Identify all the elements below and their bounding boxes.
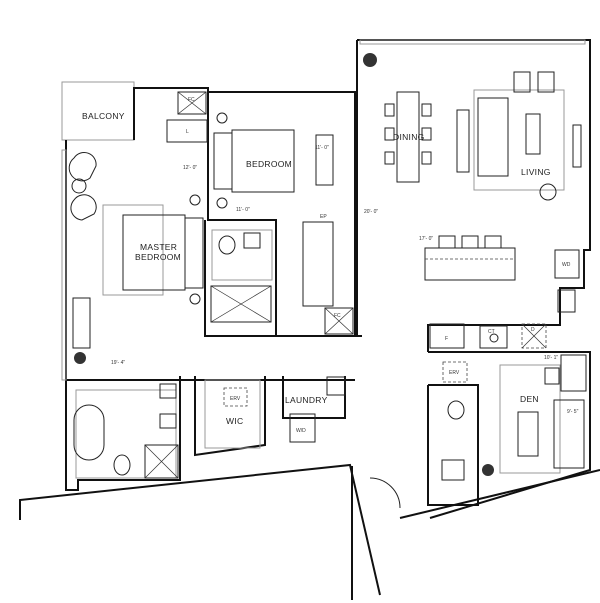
plant	[363, 53, 377, 67]
windows	[61, 39, 586, 381]
dishwasher: D	[521, 323, 547, 349]
armchair	[70, 194, 97, 221]
entry-door[interactable]	[369, 477, 401, 509]
erv-wic	[223, 387, 248, 407]
dining-chairs	[384, 103, 432, 165]
room-label-wic: WIC	[226, 416, 243, 426]
bedroom-dresser	[315, 134, 334, 186]
powder-sink	[441, 459, 465, 481]
console	[456, 109, 470, 173]
dining-table	[396, 91, 420, 183]
room-label-master-1: MASTER	[140, 242, 177, 252]
erv-den	[442, 361, 468, 383]
master-pillows	[184, 217, 204, 289]
kitchen-sink	[557, 289, 576, 313]
desk-chair	[544, 367, 560, 385]
sofa	[477, 97, 509, 177]
linen-label: L	[186, 129, 189, 135]
plant	[482, 464, 494, 476]
closet	[302, 221, 334, 307]
svg-text:FC: FC	[334, 313, 341, 319]
den-sofa	[553, 399, 585, 469]
kitchen-wd-label: WD	[562, 262, 571, 268]
nightstand-lamp	[189, 293, 201, 305]
room-label-laundry: LAUNDRY	[285, 395, 328, 405]
linen-closet	[166, 119, 208, 143]
room-label-living: LIVING	[521, 167, 551, 177]
fc-closet-top: FC	[177, 91, 207, 115]
room-label-balcony: BALCONY	[82, 111, 125, 121]
room-label-master-2: BEDROOM	[135, 252, 181, 262]
svg-text:FC: FC	[188, 97, 195, 103]
side-table	[539, 183, 557, 201]
cooktop-label: CT	[488, 329, 495, 335]
fridge-label: F	[445, 336, 448, 342]
room-label-bedroom: BEDROOM	[246, 159, 292, 169]
cooktop	[479, 325, 508, 349]
armchair	[513, 71, 531, 93]
room-label-dining: DINING	[393, 132, 425, 142]
erv-den-label: ERV	[449, 370, 460, 376]
den-rug	[499, 364, 561, 474]
nightstand-lamp	[216, 197, 228, 209]
kitchen-island	[424, 247, 516, 281]
nightstand-lamp	[189, 194, 201, 206]
washer-dryer-kitchen	[554, 249, 580, 279]
dim-bedroom-width: 11'- 0"	[236, 207, 250, 213]
fridge	[429, 323, 465, 349]
master-rug	[102, 204, 164, 296]
master-bath	[73, 383, 179, 479]
tv	[572, 124, 582, 168]
armchair	[68, 152, 97, 182]
dim-master-length: 19'- 4"	[111, 360, 125, 366]
master-dresser	[72, 297, 91, 349]
plant	[74, 352, 86, 364]
ensuite-bath	[210, 229, 273, 323]
den-table	[517, 411, 539, 457]
side-table	[71, 178, 87, 194]
desk	[560, 354, 587, 392]
armchair	[537, 71, 555, 93]
erv-wic-label: ERV	[230, 396, 241, 402]
laundry-sink	[326, 376, 346, 396]
walls	[19, 39, 600, 600]
dim-living-width: 17'- 0"	[419, 236, 433, 242]
dim-master-width: 12'- 0"	[183, 165, 197, 171]
dim-bedroom-length: 11'- 0"	[315, 145, 329, 151]
dim-den-width: 10'- 1"	[544, 355, 558, 361]
wic-shelving	[204, 379, 261, 449]
washer-dryer	[289, 413, 316, 443]
coffee-table	[525, 113, 541, 155]
laundry-wd-label: W/D	[296, 428, 306, 434]
bar-stools	[438, 235, 502, 249]
svg-text:D: D	[531, 327, 535, 333]
dim-den-length: 9'- 5"	[567, 409, 579, 415]
toilet	[447, 400, 465, 420]
ep-label: EP	[320, 214, 327, 220]
dim-living-length: 20'- 0"	[364, 209, 378, 215]
bedroom-pillows	[213, 132, 233, 190]
fc-closet-bottom: FC	[324, 307, 354, 335]
nightstand-lamp	[216, 112, 228, 124]
room-label-den: DEN	[520, 394, 539, 404]
living-rug	[473, 89, 565, 191]
